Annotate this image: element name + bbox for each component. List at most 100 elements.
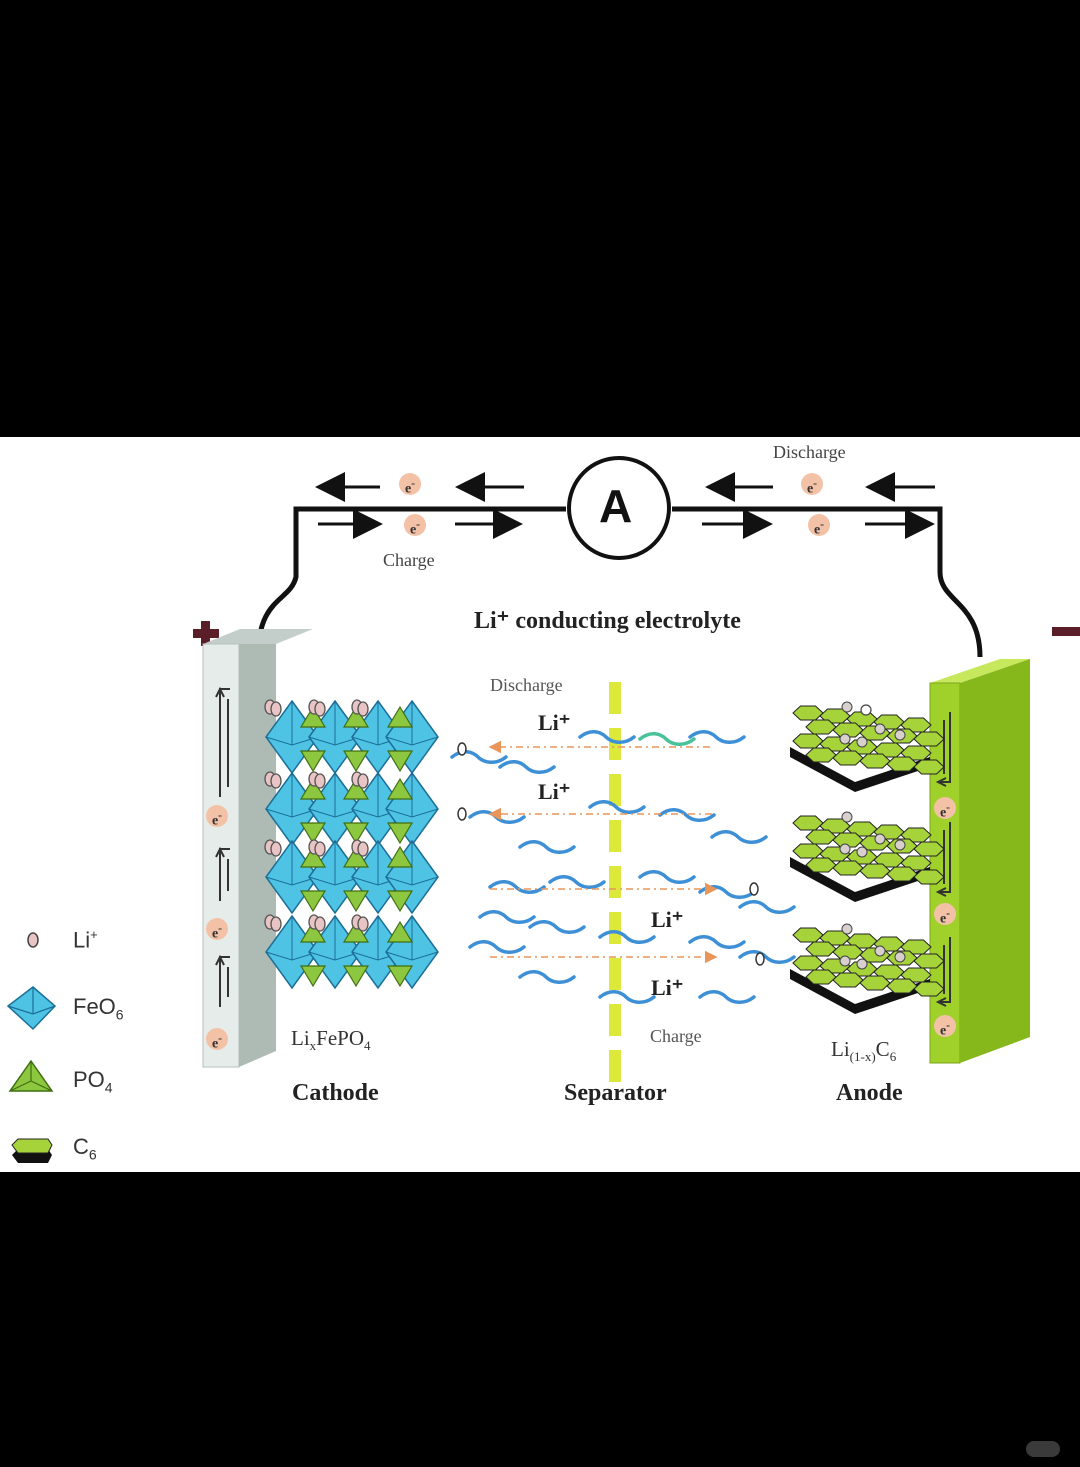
li-ion-label-2: Li⁺ — [538, 779, 571, 804]
po4-tetrahedron — [386, 845, 414, 868]
li-ion — [874, 723, 886, 735]
li-ion — [270, 916, 282, 932]
li-ion — [839, 733, 851, 745]
po4-tetrahedron — [386, 750, 414, 773]
electrolyte-molecule — [598, 930, 656, 944]
legend-feo6-label: FeO6 — [73, 994, 124, 1023]
li-ion — [874, 945, 886, 957]
cathode-formula: LixFePO4 — [291, 1026, 371, 1054]
cathode-electron-3: e- — [206, 1028, 228, 1052]
electrolyte-molecule — [548, 875, 606, 889]
separator-segment — [609, 1004, 621, 1036]
li-ion — [894, 839, 906, 851]
po4-tetrahedron — [386, 920, 414, 943]
anode-electron-2: e- — [934, 903, 956, 927]
electrolyte-molecule — [698, 990, 756, 1004]
legend-c6-label: C6 — [73, 1134, 97, 1163]
watermark-badge — [1026, 1441, 1060, 1457]
li-ion — [270, 773, 282, 789]
anode-current-arrow — [938, 822, 951, 893]
li-ion-paths — [488, 740, 718, 964]
electrolyte-molecule — [710, 830, 768, 844]
po4-tetrahedron — [342, 705, 370, 728]
li-ion — [856, 958, 868, 970]
electron-discharge-left: e- — [399, 473, 421, 497]
li-ion — [270, 701, 282, 717]
separator-label: Separator — [564, 1080, 667, 1106]
separator-segment — [609, 820, 621, 852]
po4-tetrahedron — [342, 777, 370, 800]
electrolyte-molecule — [598, 990, 656, 1004]
electron-charge-left: e- — [404, 514, 426, 538]
electrolyte-molecule — [698, 885, 756, 899]
graphene-hex — [792, 955, 824, 971]
cathode-label: Cathode — [292, 1080, 379, 1106]
ammeter-label: A — [599, 480, 633, 532]
cathode-crystal-lattice — [264, 699, 439, 990]
po4-tetrahedron — [386, 777, 414, 800]
separator-segment — [609, 728, 621, 760]
anode-formula: Li(1-x)C6 — [831, 1037, 897, 1065]
li-ion — [357, 841, 369, 857]
legend-li-symbol — [27, 932, 39, 948]
li-ion — [357, 701, 369, 717]
li-ion — [841, 811, 853, 823]
cathode-current-arrows — [215, 686, 230, 1007]
po4-tetrahedron — [299, 777, 327, 800]
cathode-electron-2: e- — [206, 918, 228, 942]
graphene-hex — [913, 981, 945, 997]
electrolyte-molecule — [518, 970, 576, 984]
po4-tetrahedron — [299, 705, 327, 728]
li-ion — [314, 773, 326, 789]
po4-tetrahedron — [386, 822, 414, 845]
li-ion — [860, 704, 872, 716]
electrolyte-molecule — [498, 760, 556, 774]
electron-discharge-right: e- — [801, 473, 823, 497]
legend-feo6-symbol — [6, 986, 57, 1031]
electrolyte-molecule — [528, 920, 586, 934]
graphene-hex — [913, 759, 945, 775]
li-ion — [314, 701, 326, 717]
graphite-stack — [790, 811, 945, 902]
po4-tetrahedron — [299, 965, 327, 988]
separator-segment — [609, 866, 621, 898]
li-ion — [841, 701, 853, 713]
po4-tetrahedron — [342, 920, 370, 943]
graphene-hex — [792, 815, 824, 831]
anode-electron-1: e- — [934, 797, 956, 821]
po4-tetrahedron — [299, 750, 327, 773]
li-ion — [874, 833, 886, 845]
electrolyte-molecule — [688, 730, 746, 744]
li-ion — [270, 841, 282, 857]
electron-charge-right: e- — [808, 514, 830, 538]
legend-li-label: Li+ — [73, 927, 98, 953]
electrolyte-molecule — [688, 935, 746, 949]
battery-diagram: A Discharge Charge e- e- e- e- Li⁺ condu… — [0, 437, 1080, 1172]
anode-current-arrow — [938, 937, 951, 1003]
li-ions-electrolyte — [457, 742, 765, 966]
po4-tetrahedron — [386, 705, 414, 728]
graphene-hex — [792, 927, 824, 943]
graphene-hex — [792, 733, 824, 749]
electrolyte-chains — [450, 730, 796, 1004]
anode-label: Anode — [836, 1080, 903, 1106]
graphene-hex — [792, 843, 824, 859]
electrolyte-molecule — [518, 840, 576, 854]
anode-electron-3: e- — [934, 1015, 956, 1039]
po4-tetrahedron — [299, 822, 327, 845]
separator-segment — [609, 958, 621, 990]
legend-c6-symbol — [11, 1138, 53, 1163]
electrolyte-molecule — [738, 900, 796, 914]
graphene-hex — [913, 869, 945, 885]
li-ion — [856, 846, 868, 858]
electrolyte-molecule — [488, 880, 546, 894]
electrolyte-charge-label: Charge — [650, 1026, 702, 1046]
legend-po4-label: PO4 — [73, 1067, 113, 1096]
positive-terminal-sign — [193, 621, 219, 646]
li-ion-label-1: Li⁺ — [538, 710, 571, 735]
po4-tetrahedron — [342, 750, 370, 773]
po4-tetrahedron — [299, 920, 327, 943]
po4-tetrahedron — [386, 965, 414, 988]
li-ion — [841, 923, 853, 935]
li-ion — [894, 951, 906, 963]
